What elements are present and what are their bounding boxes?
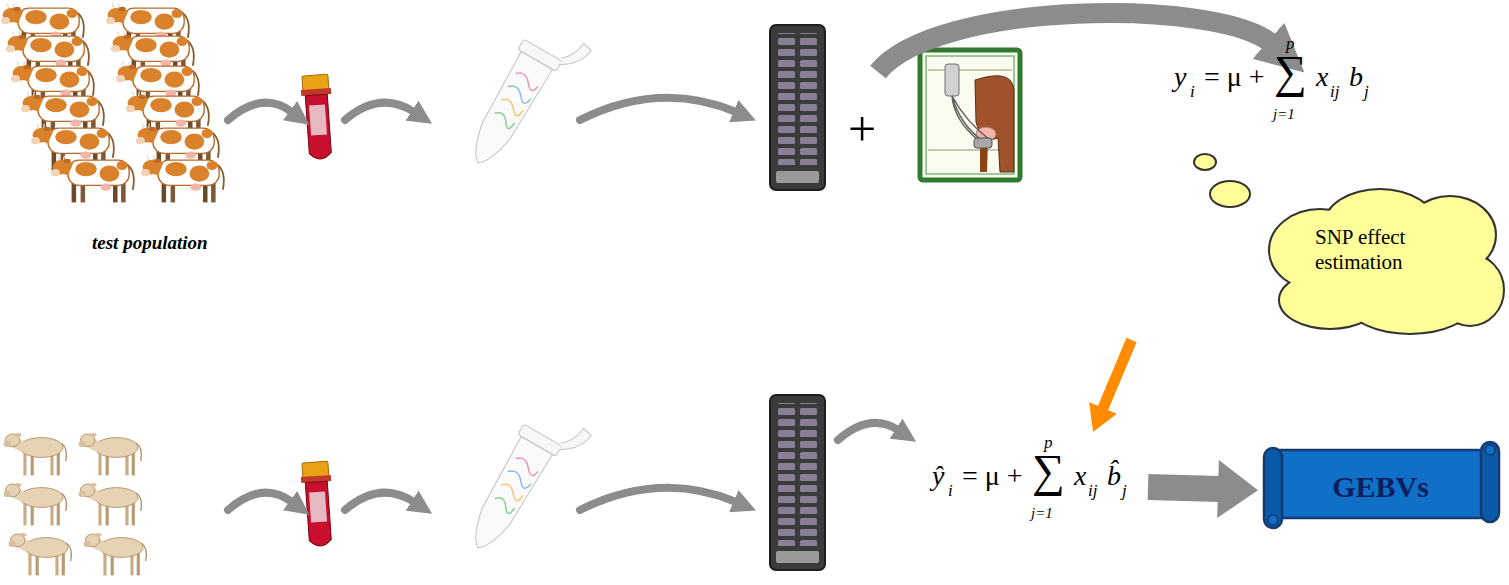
equation-prediction: ŷi= μ +p∑j=1xijb̂j [928,432,1148,532]
plus-sign: + [848,104,876,154]
flow-arrow [228,493,292,510]
blood-tube [309,491,327,522]
equation-term: b̂ [1107,462,1121,490]
arrow-head [1089,402,1117,432]
milking-picture [952,96,990,142]
snp-chip [776,171,819,183]
milking-picture [975,76,1014,172]
calf-group [4,483,67,525]
dna-tube [462,51,552,171]
milking-picture [926,56,1014,174]
blood-tube [309,104,327,135]
dna-tube [512,455,540,477]
scroll-outline [1264,448,1282,528]
cloud-outline [1295,215,1475,315]
equation-term: j [1122,482,1127,499]
equation-term: i [1190,83,1195,100]
equation-term: = μ + [1204,63,1265,91]
snp-chip [770,395,825,570]
arrow-head [1217,460,1258,518]
thought-cloud: SNP effect estimation [1120,140,1505,340]
equation-term: b [1349,63,1363,91]
population-label: test population [92,233,208,252]
calf-group [79,433,142,475]
calf-group [84,533,147,575]
equation-term: j [1364,83,1369,100]
scroll-outline [1485,445,1495,455]
dna-tube [505,468,532,490]
dna-tube [558,423,592,460]
dna-tube [459,17,592,184]
cloud-outline [1210,181,1250,207]
snp-chip [770,25,825,190]
blood-tube [300,74,336,160]
gebv-scroll: GEBVs [1258,438,1503,533]
snp-chip [770,33,825,165]
calf-group [4,433,147,575]
equation-term: ∑ [1274,49,1307,95]
snp-chip [776,551,819,563]
equation-term: ij [1088,482,1097,499]
flow-arrow [228,103,292,120]
flow-arrow [228,98,898,510]
dna-tube [492,110,516,129]
flow-arrow [345,493,414,510]
equation-training: yi= μ +p∑j=1xijbj [1170,33,1385,133]
dna-tube [505,83,532,105]
milking-picture [974,138,992,148]
scroll-outline [1481,442,1499,522]
milking-picture [920,50,1020,180]
gebv-arrow [1148,460,1258,518]
equation-term: j=1 [1031,506,1053,521]
blood-tube [305,481,331,546]
dna-tube [459,402,592,569]
dna-tube [512,70,540,92]
equation-term: ŷ [932,462,944,490]
dna-tube [492,495,516,514]
blood-tube [300,461,336,547]
equation-term: j=1 [1273,107,1295,122]
flow-arrow [580,98,736,120]
cloud-outline [1120,140,1505,340]
scroll-outline [1268,515,1278,525]
equation-term: x [1316,63,1328,91]
equation-term: ij [1330,83,1339,100]
equation-term: ∑ [1032,448,1065,494]
cow-herd [51,156,134,203]
node-text: GEBVs [1258,469,1503,505]
snp-chip [770,395,825,570]
equation-term: x [1074,462,1086,490]
milking-picture [945,64,959,96]
orange-arrow [1089,340,1131,432]
equation-term: y [1174,63,1186,91]
equation-term: i [948,482,953,499]
milking-picture [920,50,1020,180]
flow-arrow [345,103,414,120]
blood-tube [305,94,331,159]
cloud-outline [1295,215,1475,315]
arrow-shaft [1103,340,1132,409]
calf-group [9,533,72,575]
snp-chip [770,403,825,546]
calf-group [4,433,67,475]
equation-term: = μ + [962,462,1023,490]
calf-group [79,483,142,525]
cloud-outline [1194,154,1216,170]
arrow-shaft [1148,487,1219,489]
node-text: SNP effect estimation [1315,225,1447,275]
cow-herd [141,156,224,203]
dna-tube [558,38,592,75]
flow-arrow [580,488,736,510]
flow-arrow [838,423,898,440]
dna-tube [462,436,552,556]
snp-chip [770,25,825,190]
cow-herd [1,4,224,203]
